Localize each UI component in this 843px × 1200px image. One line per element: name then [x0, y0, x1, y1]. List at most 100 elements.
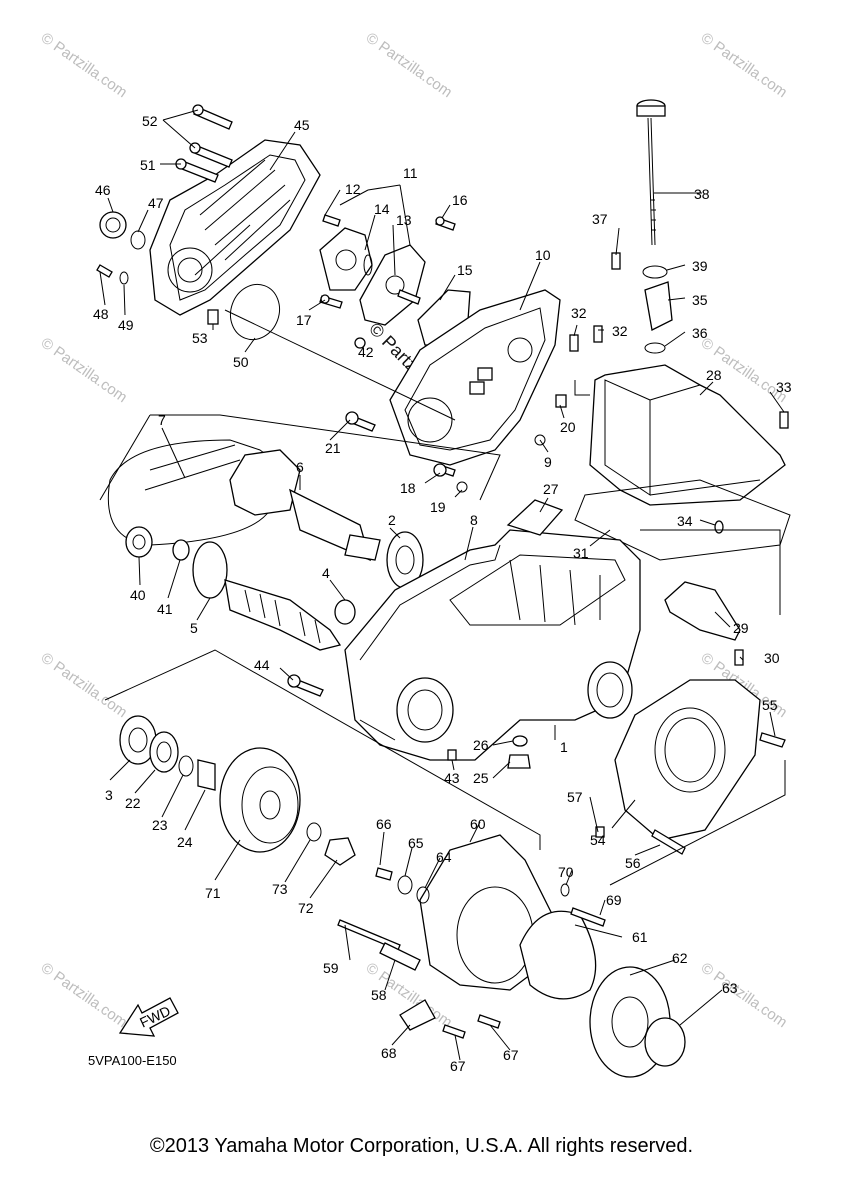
callout: 53 [192, 330, 208, 346]
callout: 21 [325, 440, 341, 456]
watermark: © Partzilla.com [698, 29, 791, 101]
callout: 58 [371, 987, 387, 1003]
watermark: © Partzilla.com [38, 649, 131, 721]
callout-labels: 1 2 3 4 5 6 7 8 9 10 11 12 13 14 15 16 1… [93, 113, 792, 1074]
callout: 31 [573, 545, 589, 561]
callout: 40 [130, 587, 146, 603]
callout: 49 [118, 317, 134, 333]
callout: 41 [157, 601, 173, 617]
callout: 63 [722, 980, 738, 996]
callout: 37 [592, 211, 608, 227]
callout: 27 [543, 481, 559, 497]
callout: 7 [158, 412, 166, 428]
callout: 59 [323, 960, 339, 976]
callout: 54 [590, 832, 606, 848]
callout: 30 [764, 650, 780, 666]
watermark: © Partzilla.com [363, 29, 456, 101]
drawing-reference: 5VPA100-E150 [88, 1053, 177, 1068]
callout: 48 [93, 306, 109, 322]
washer-part [119, 271, 129, 285]
oil-seal-inner [105, 217, 121, 233]
callout: 43 [444, 770, 460, 786]
watermark: © Partzilla.com [38, 959, 131, 1031]
oil-tank-part [589, 364, 786, 506]
callout: 5 [190, 620, 198, 636]
plug-part [512, 735, 528, 747]
copyright-notice: ©2013 Yamaha Motor Corporation, U.S.A. A… [149, 1135, 694, 1157]
callout: 67 [503, 1047, 519, 1063]
callout: 23 [152, 817, 168, 833]
callout: 11 [403, 165, 418, 181]
callout: 72 [298, 900, 314, 916]
drain-bolt-part [507, 754, 531, 769]
callout: 67 [450, 1058, 466, 1074]
callout: 12 [345, 181, 361, 197]
callout: 56 [625, 855, 641, 871]
inner-cover-part [389, 289, 561, 466]
o-ring-part [130, 230, 146, 250]
washer-part [456, 481, 468, 493]
callout: 32 [612, 323, 628, 339]
callout: 60 [470, 816, 486, 832]
callout: 10 [535, 247, 551, 263]
pump-assembly-part [319, 214, 471, 349]
watermark: © Partzilla.com [38, 334, 131, 406]
dowel-pin-part [207, 309, 219, 325]
dowel-pin-part [447, 749, 457, 761]
callout: 32 [571, 305, 587, 321]
bolt-part [734, 649, 744, 666]
callout: 2 [388, 512, 396, 528]
callout: 68 [381, 1045, 397, 1061]
callout: 24 [177, 834, 193, 850]
large-o-ring-part [229, 283, 281, 341]
oil-filler-assembly [569, 99, 789, 429]
callout: 14 [374, 201, 390, 217]
callout: 4 [322, 565, 330, 581]
callout: 16 [452, 192, 468, 208]
callout: 65 [408, 835, 424, 851]
callout: 3 [105, 787, 113, 803]
callout: 22 [125, 795, 141, 811]
oil-seal-part [99, 211, 127, 239]
screw-part [96, 264, 113, 278]
callout: 44 [254, 657, 270, 673]
callout: 33 [776, 379, 792, 395]
callout: 50 [233, 354, 249, 370]
callout: 35 [692, 292, 708, 308]
case-cover-part [149, 139, 321, 316]
callout: 25 [473, 770, 489, 786]
callout: 64 [436, 849, 452, 865]
callout: 47 [148, 195, 164, 211]
callout: 36 [692, 325, 708, 341]
callout: 20 [560, 419, 576, 435]
callout: 69 [606, 892, 622, 908]
callout: 8 [470, 512, 478, 528]
side-case-part [595, 679, 786, 855]
leader-lines [99, 109, 785, 1061]
callout: 51 [140, 157, 156, 173]
transmission-group [107, 439, 424, 651]
callout: 9 [544, 454, 552, 470]
callout: 15 [457, 262, 473, 278]
callout: 18 [400, 480, 416, 496]
callout: 6 [296, 459, 304, 475]
bolt-head [433, 463, 447, 477]
callout: 52 [142, 113, 158, 129]
crankcase-part [344, 499, 641, 761]
callout: 70 [558, 864, 574, 880]
assembly-bracket-lines [99, 380, 786, 886]
callout: 39 [692, 258, 708, 274]
callout: 29 [733, 620, 749, 636]
callout: 19 [430, 499, 446, 515]
callout: 61 [632, 929, 648, 945]
callout: 26 [473, 737, 489, 753]
callout: 13 [396, 212, 412, 228]
callout: 28 [706, 367, 722, 383]
dowel-pin-part [555, 394, 567, 408]
callout: 62 [672, 950, 688, 966]
callout: 57 [567, 789, 583, 805]
callout: 1 [560, 739, 568, 755]
callout: 38 [694, 186, 710, 202]
callout: 55 [762, 697, 778, 713]
